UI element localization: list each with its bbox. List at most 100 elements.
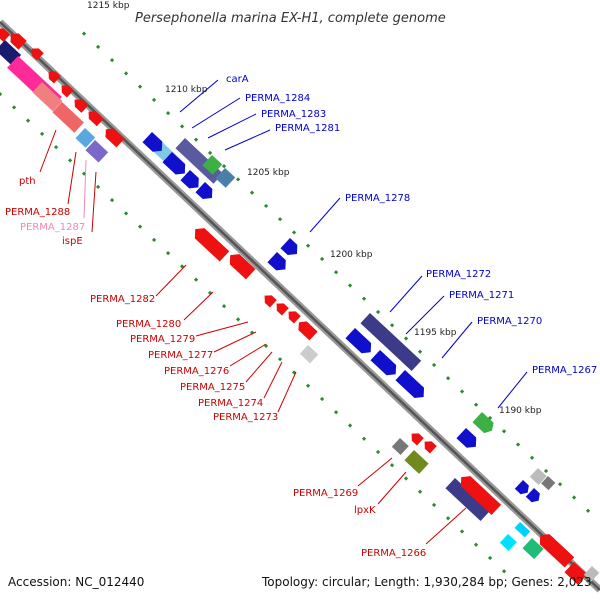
gene-arrow[interactable]: [583, 566, 600, 582]
scale-tick: [347, 423, 353, 428]
gene-label[interactable]: PERMA_1284: [245, 93, 310, 104]
scale-tick: [347, 283, 353, 288]
forward-gene-labels: carA PERMA_1284 PERMA_1283 PERMA_1281 PE…: [179, 74, 597, 409]
gene-label[interactable]: PERMA_1281: [275, 123, 340, 134]
gene-arrow[interactable]: [102, 125, 125, 148]
gene-label[interactable]: PERMA_1270: [477, 316, 542, 327]
scale-tick: [361, 436, 367, 441]
gene-label[interactable]: PERMA_1274: [198, 398, 263, 409]
gene-arrow[interactable]: [456, 472, 502, 515]
gene-label[interactable]: PERMA_1287: [20, 222, 85, 233]
gene-arrow[interactable]: [391, 438, 409, 455]
scale-tick: [53, 145, 59, 150]
gene-arrow[interactable]: [0, 40, 22, 66]
gene-arrow[interactable]: [345, 328, 375, 357]
gene-label[interactable]: PERMA_1269: [293, 488, 358, 499]
gene-arrow[interactable]: [360, 313, 422, 371]
gene-label[interactable]: PERMA_1278: [345, 193, 410, 204]
gene-label[interactable]: PERMA_1276: [164, 366, 229, 377]
gene-arrow[interactable]: [395, 370, 428, 402]
gene-arrow[interactable]: [142, 132, 166, 156]
gene-label[interactable]: PERMA_1288: [5, 207, 70, 218]
gene-arrow[interactable]: [261, 292, 277, 308]
gene-arrow[interactable]: [202, 155, 223, 175]
gene-arrow[interactable]: [195, 182, 216, 203]
scale-tick: [0, 92, 3, 97]
gene-arrow[interactable]: [75, 128, 96, 148]
scale-tick: [165, 111, 171, 116]
gene-arrow[interactable]: [285, 308, 301, 324]
scale-tick: [39, 131, 45, 137]
gene-arrow[interactable]: [28, 45, 44, 61]
gene-label[interactable]: carA: [226, 74, 249, 85]
scale-tick: [151, 237, 157, 243]
gene-arrow[interactable]: [499, 534, 517, 551]
gene-label[interactable]: PERMA_1280: [116, 319, 181, 330]
scale-tick: [389, 323, 395, 328]
gene-label[interactable]: PERMA_1267: [532, 365, 597, 376]
gene-arrow[interactable]: [541, 476, 556, 491]
scale-tick: [417, 489, 423, 494]
gene-label[interactable]: ispE: [62, 236, 83, 247]
scale-tick: [249, 190, 255, 195]
gene-arrow[interactable]: [85, 108, 104, 127]
gene-arrow[interactable]: [299, 345, 319, 364]
gene-label[interactable]: PERMA_1279: [130, 334, 195, 345]
gene-arrow[interactable]: [71, 96, 89, 113]
scale-tick: [109, 58, 115, 63]
gene-arrow[interactable]: [529, 468, 547, 485]
gene-arrow[interactable]: [190, 224, 230, 262]
gene-label[interactable]: PERMA_1275: [180, 382, 245, 393]
scale-tick: [207, 150, 213, 156]
gene-arrow[interactable]: [52, 102, 84, 133]
gene-arrow[interactable]: [267, 252, 290, 275]
scale-tick: [319, 396, 325, 402]
gene-arrow[interactable]: [85, 140, 109, 163]
position-marker: 1210 kbp: [165, 85, 208, 95]
gene-arrow[interactable]: [456, 428, 480, 452]
gene-arrow[interactable]: [295, 318, 318, 341]
gene-arrow[interactable]: [280, 238, 301, 259]
gene-arrow[interactable]: [408, 430, 424, 446]
gene-arrow[interactable]: [32, 82, 63, 112]
gene-arrow[interactable]: [180, 170, 203, 193]
gene-arrow[interactable]: [225, 250, 256, 280]
gene-label[interactable]: PERMA_1273: [213, 412, 278, 423]
gene-arrow[interactable]: [421, 438, 437, 454]
gene-arrow[interactable]: [215, 168, 236, 188]
gene-arrow[interactable]: [564, 562, 588, 585]
gene-arrow[interactable]: [404, 450, 429, 474]
gene-label[interactable]: lpxK: [354, 505, 376, 516]
scale-ticks: [0, 31, 591, 574]
gene-label[interactable]: PERMA_1266: [361, 548, 426, 559]
scale-tick: [557, 482, 563, 487]
gene-label[interactable]: pth: [19, 176, 36, 187]
gene-label[interactable]: PERMA_1272: [426, 269, 491, 280]
gene-arrow[interactable]: [514, 480, 532, 497]
scale-tick: [221, 164, 227, 169]
gene-arrow[interactable]: [445, 478, 491, 521]
gene-label[interactable]: PERMA_1283: [261, 109, 326, 120]
scale-tick: [263, 203, 269, 209]
gene-label[interactable]: PERMA_1282: [90, 294, 155, 305]
position-markers: 1215 kbp 1210 kbp 1205 kbp 1200 kbp 1195…: [87, 1, 542, 416]
scale-tick: [459, 389, 465, 394]
gene-arrow[interactable]: [273, 300, 289, 316]
gene-arrow[interactable]: [58, 82, 74, 98]
gene-label[interactable]: PERMA_1271: [449, 290, 514, 301]
topology-label: Topology: circular; Length: 1,930,284 bp…: [261, 575, 592, 589]
gene-arrow[interactable]: [525, 488, 543, 505]
gene-arrow[interactable]: [514, 522, 531, 538]
scale-tick: [137, 84, 143, 89]
gene-arrow[interactable]: [45, 68, 61, 84]
gene-arrow[interactable]: [370, 350, 400, 379]
scale-tick: [81, 31, 87, 36]
gene-arrow[interactable]: [7, 30, 27, 50]
gene-arrow[interactable]: [522, 538, 544, 560]
gene-arrow[interactable]: [472, 412, 496, 436]
gene-arrow[interactable]: [0, 25, 11, 42]
scale-tick: [291, 230, 297, 235]
gene-arrow[interactable]: [162, 152, 189, 179]
gene-label[interactable]: PERMA_1277: [148, 350, 213, 361]
gene-arrow[interactable]: [535, 530, 575, 568]
